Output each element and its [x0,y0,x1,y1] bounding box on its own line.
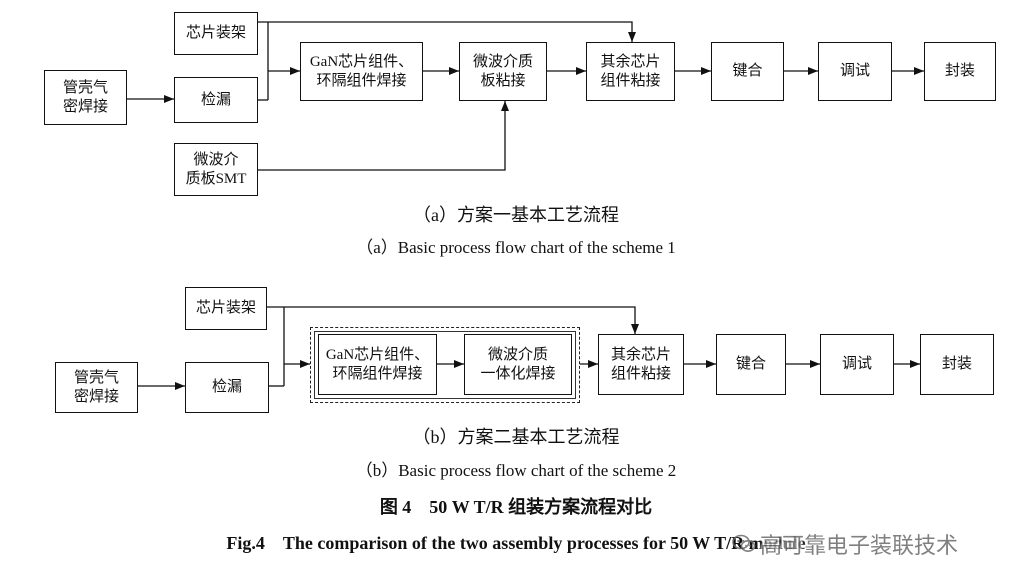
node-b-packaging: 封装 [920,334,994,395]
node-label: 质板SMT [185,170,247,187]
arrow-a-smt-to-substrate-bond [258,101,509,171]
watermark-text: 高可靠电子装联技术 [760,534,959,559]
node-a-tuning: 调试 [818,42,892,101]
node-a-other-chip-bond: 其余芯片 组件粘接 [586,42,675,101]
node-label: 芯片装架 [195,300,256,316]
node-label: 封装 [944,63,975,79]
node-a-substrate-smt: 微波介 质板SMT [174,143,258,196]
node-label: 密焊接 [73,388,119,405]
node-label: 检漏 [211,379,242,395]
node-label: 一体化焊接 [480,365,556,382]
line-b-chip-mount-to-other-chip [267,306,639,334]
node-b-substrate-integrated-weld: 微波介质 一体化焊接 [464,334,572,395]
caption-a-en: （a）Basic process flow chart of the schem… [356,238,676,257]
caption-a-cn: （a）方案一基本工艺流程 [413,205,619,225]
node-label: 其余芯片 [600,53,661,70]
integrated-process-group-inner-border [314,331,576,399]
node-label: 管壳气 [62,79,108,96]
watermark: 高可靠电子装联技术 [732,530,959,559]
node-b-tuning: 调试 [820,334,894,395]
node-b-wire-bond: 键合 [716,334,786,395]
node-a-packaging: 封装 [924,42,996,101]
node-label: GaN芯片组件、 [309,53,414,70]
node-label: 微波介质 [472,53,533,70]
node-label: 芯片装架 [185,25,246,41]
node-label: 密焊接 [62,98,108,115]
node-label: 键合 [732,63,763,79]
node-label: 调试 [839,63,870,79]
node-label: 环隔组件焊接 [316,72,407,89]
figure-caption-en: Fig.4 The comparison of the two assembly… [226,533,806,553]
node-b-housing-seal: 管壳气 密焊接 [55,362,138,413]
line-a-chip-mount-to-other-chip [258,21,636,42]
node-label: 微波介质 [487,346,548,363]
node-label: 微波介 [193,151,239,168]
node-a-leak-test: 检漏 [174,77,258,123]
node-label: 其余芯片 [610,346,671,363]
node-a-gan-weld: GaN芯片组件、 环隔组件焊接 [300,42,423,101]
node-label: 封装 [941,356,972,372]
node-a-housing-seal: 管壳气 密焊接 [44,70,127,125]
node-a-chip-mount: 芯片装架 [174,12,258,55]
node-a-substrate-bond: 微波介质 板粘接 [459,42,547,101]
wechat-icon [732,534,756,552]
node-b-other-chip-bond: 其余芯片 组件粘接 [598,334,684,395]
node-label: 组件粘接 [600,72,661,89]
caption-b-cn: （b）方案二基本工艺流程 [412,427,620,447]
node-b-leak-test: 检漏 [185,362,269,413]
node-label: 键合 [735,356,766,372]
node-label: 板粘接 [480,72,526,89]
integrated-process-group [310,327,580,403]
caption-b-en: （b）Basic process flow chart of the schem… [355,461,677,480]
node-a-wire-bond: 键合 [711,42,784,101]
figure-caption-cn: 图 4 50 W T/R 组装方案流程对比 [379,497,653,517]
node-label: GaN芯片组件、 [325,346,430,363]
node-label: 检漏 [200,91,231,108]
node-label: 组件粘接 [610,365,671,382]
node-b-chip-mount: 芯片装架 [185,287,267,330]
node-b-gan-weld: GaN芯片组件、 环隔组件焊接 [318,334,437,395]
node-label: 管壳气 [73,369,119,386]
node-label: 调试 [841,356,872,372]
node-label: 环隔组件焊接 [332,365,423,382]
